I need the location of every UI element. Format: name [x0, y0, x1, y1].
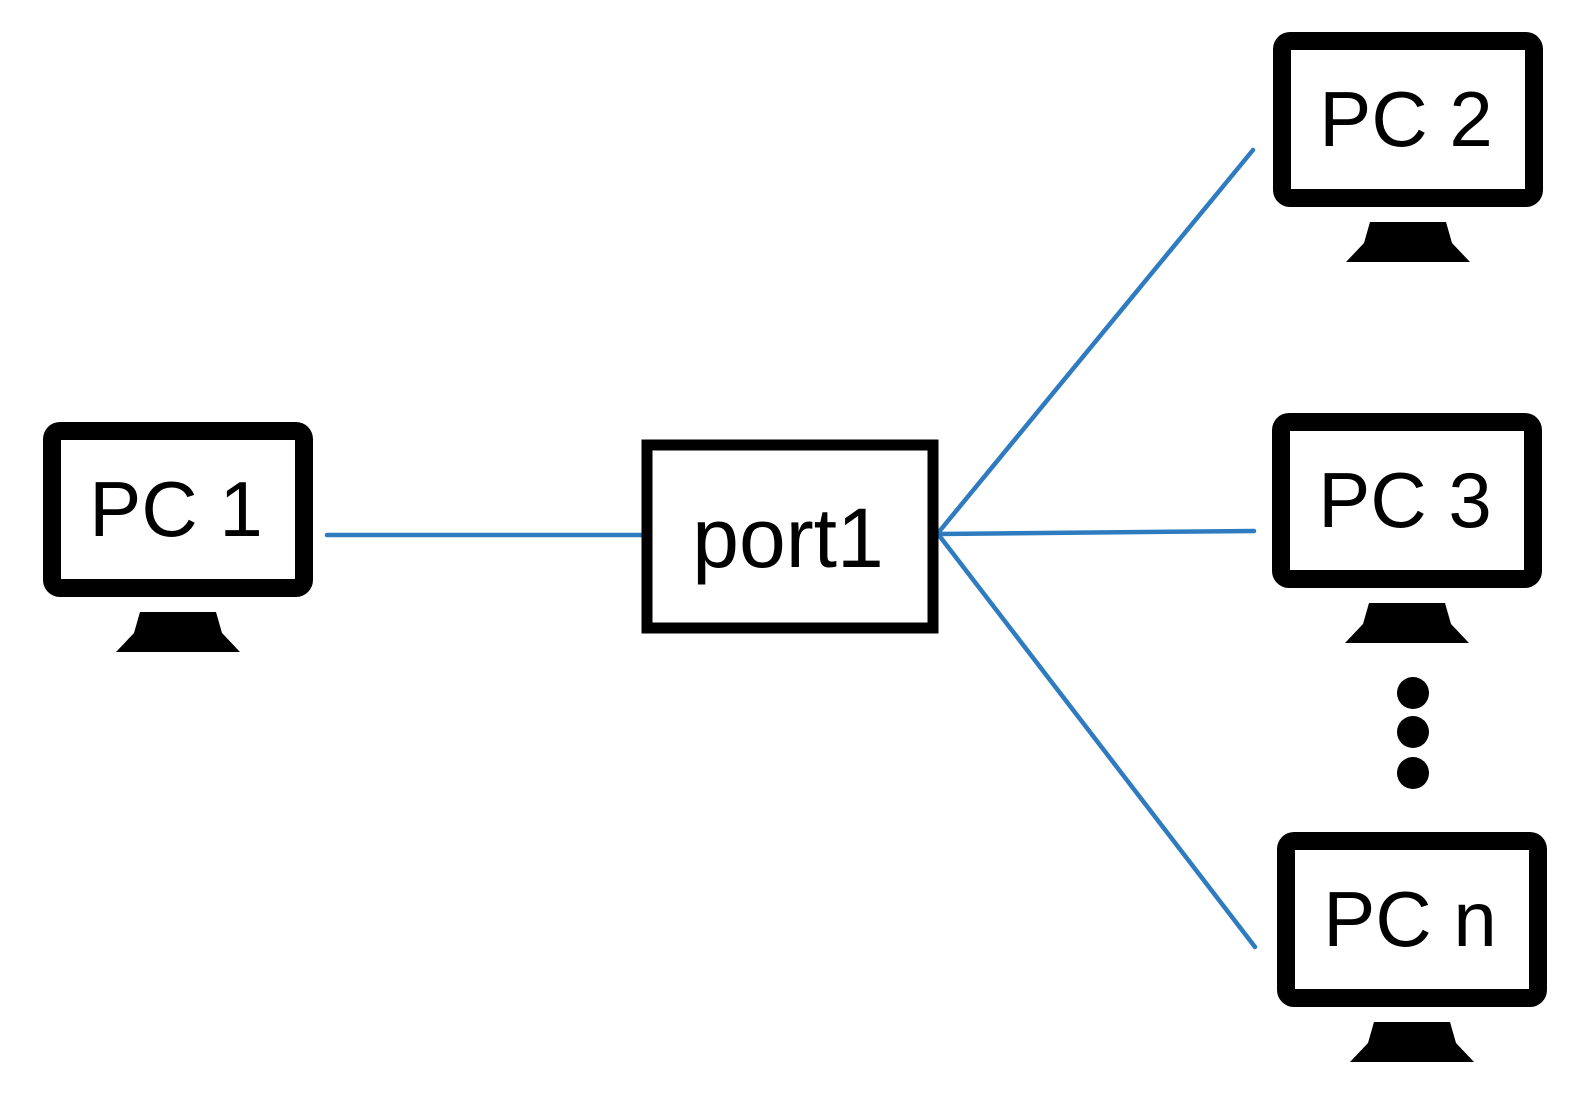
node-pcn: PC n	[1277, 832, 1547, 1062]
node-pc1: PC 1	[43, 422, 313, 652]
connection-line-port1-pc3	[935, 528, 1257, 537]
connection-lines	[324, 147, 1258, 950]
ellipsis-dot-1	[1397, 677, 1429, 709]
port1-label: port1	[692, 491, 883, 585]
connection-line-port1-pcn	[935, 531, 1258, 950]
port1-box	[641, 439, 939, 634]
ellipsis-dot-2	[1397, 716, 1429, 748]
node-port1: port1	[641, 439, 939, 634]
ellipsis-dot-3	[1397, 757, 1429, 789]
connection-line-port1-pc2	[935, 147, 1256, 536]
pcn-label: PC n	[1323, 875, 1496, 963]
pc2-label: PC 2	[1319, 75, 1492, 163]
pc1-label: PC 1	[89, 465, 262, 553]
pc3-label: PC 3	[1318, 456, 1491, 544]
node-pc2: PC 2	[1273, 32, 1543, 262]
node-pc3: PC 3	[1272, 413, 1542, 643]
ellipsis-dots	[1397, 677, 1429, 789]
